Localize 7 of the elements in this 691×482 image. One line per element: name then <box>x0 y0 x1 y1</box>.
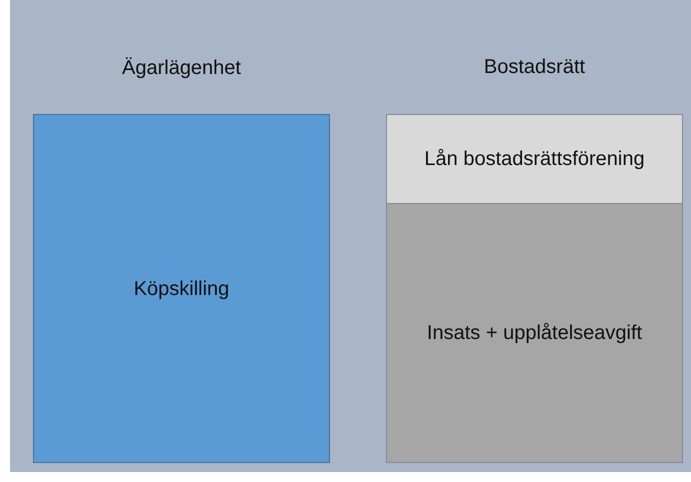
block-label: Köpskilling <box>132 276 230 302</box>
block-label: Insats + upplåtelseavgift <box>426 321 644 346</box>
block-label: Lån bostadsrättsförening <box>423 147 646 172</box>
value-block <box>386 203 683 463</box>
value-block <box>386 114 683 204</box>
column-heading: Bostadsrätt <box>482 56 586 79</box>
column-heading: Ägarlägenhet <box>121 57 242 80</box>
